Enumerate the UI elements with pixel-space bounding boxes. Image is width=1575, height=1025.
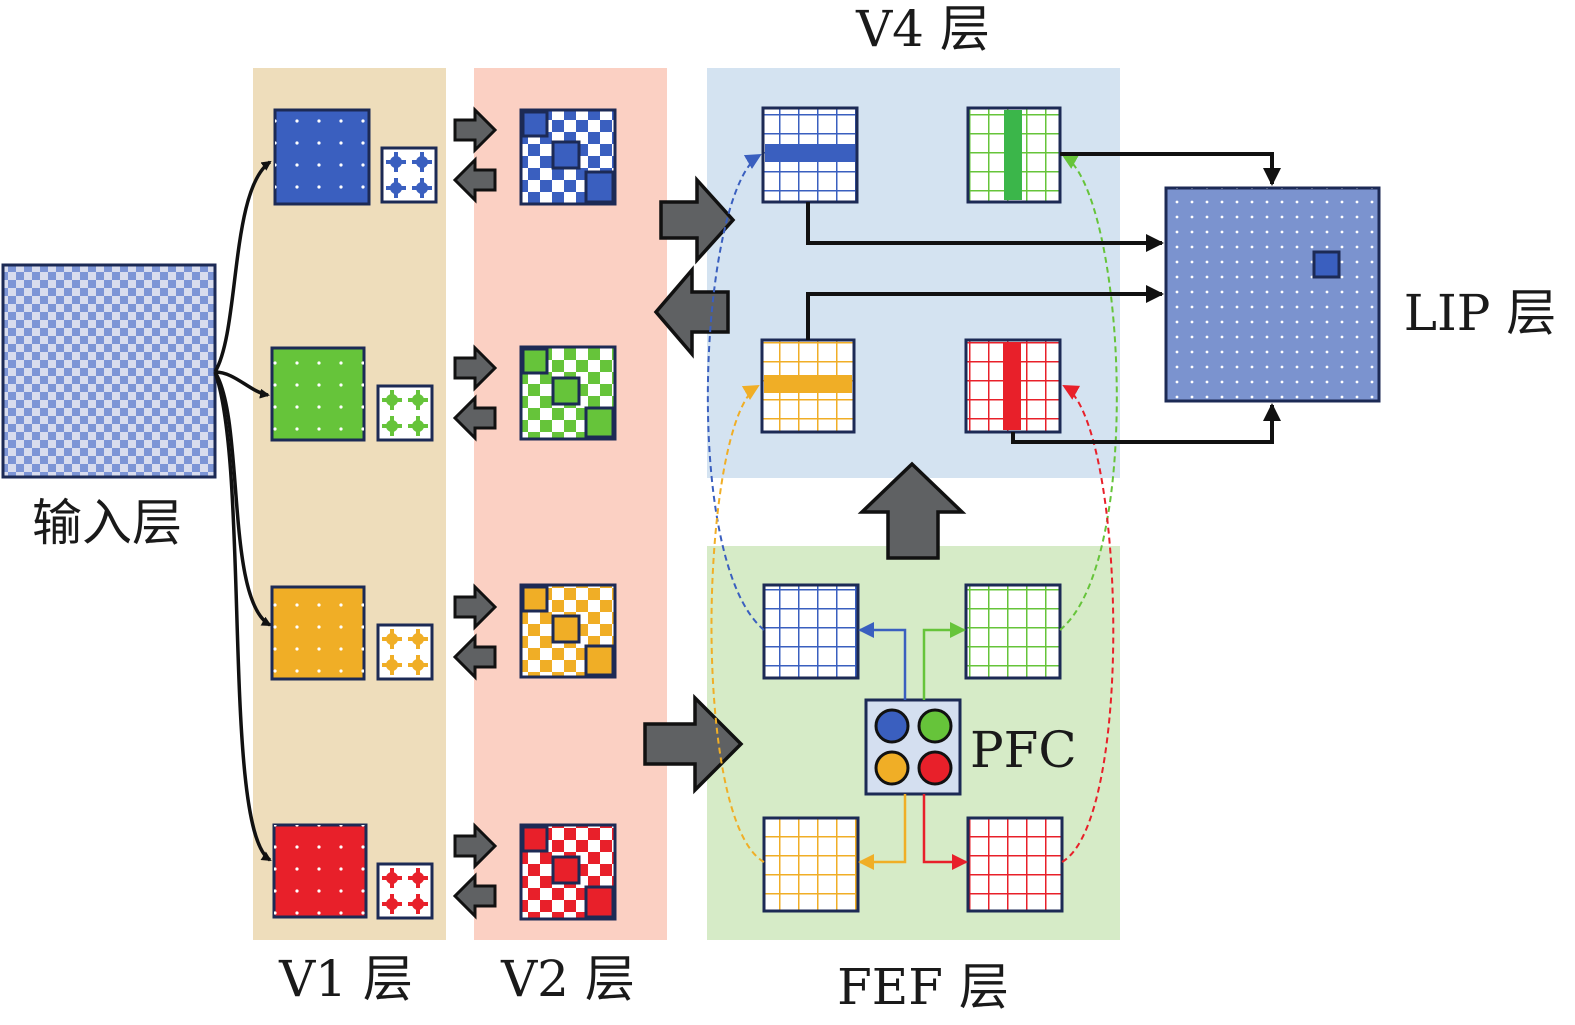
v4-red-grid: [964, 338, 1062, 434]
pfc-to-fef-arrows: [858, 622, 968, 870]
fef-blue-grid: [762, 583, 860, 680]
pfc-module: [864, 698, 962, 796]
fef-to-v4-dashed-arrows: [706, 153, 1118, 863]
v1-layer-label: V1 层: [278, 950, 413, 1008]
v2-orange-map: [519, 583, 617, 679]
input-checkerboard: [1, 263, 217, 479]
v4-blue-grid: [761, 106, 859, 204]
pfc-blue-circle: [874, 708, 910, 744]
v2-layer-panel: [474, 68, 667, 940]
pfc-red-circle: [917, 750, 953, 786]
v4-layer-label: V4 层: [855, 0, 990, 58]
v2-to-v4-arrow: [659, 175, 736, 265]
pfc-label: PFC: [970, 721, 1077, 779]
lip-layer-label: LIP 层: [1404, 284, 1557, 342]
v2-to-fef-arrow: [643, 693, 744, 795]
fef-green-grid: [964, 583, 1062, 680]
v1-red-map: [272, 823, 434, 920]
v4-green-grid: [966, 106, 1062, 204]
v4-orange-grid: [760, 338, 856, 434]
lip-layer-map: [1164, 186, 1381, 403]
fef-layer-label: FEF 层: [837, 958, 1009, 1016]
input-layer: [1, 263, 217, 479]
fef-orange-grid: [762, 816, 860, 913]
fef-to-v4-arrow: [857, 461, 967, 560]
v4-to-v2-arrow: [653, 265, 730, 359]
large-flow-arrows: [643, 175, 967, 795]
pfc-orange-circle: [874, 750, 910, 786]
fef-red-grid: [966, 816, 1064, 913]
v2-red-map: [519, 823, 617, 921]
v4-to-lip-arrows: [806, 152, 1281, 444]
v2-layer-label: V2 层: [500, 950, 635, 1008]
v1-layer-panel: [253, 68, 446, 940]
v2-blue-map: [519, 108, 617, 206]
input-layer-label: 输入层: [32, 494, 182, 552]
input-to-v1-arrows: [213, 160, 272, 862]
v1-blue-map: [273, 108, 438, 206]
v1-green-map: [270, 346, 434, 442]
v1-orange-map: [270, 585, 434, 681]
lip-focus-square: [1312, 250, 1341, 279]
pfc-green-circle: [917, 708, 953, 744]
v1-v2-exchange-arrows: [452, 106, 498, 920]
v2-green-map: [519, 345, 617, 441]
